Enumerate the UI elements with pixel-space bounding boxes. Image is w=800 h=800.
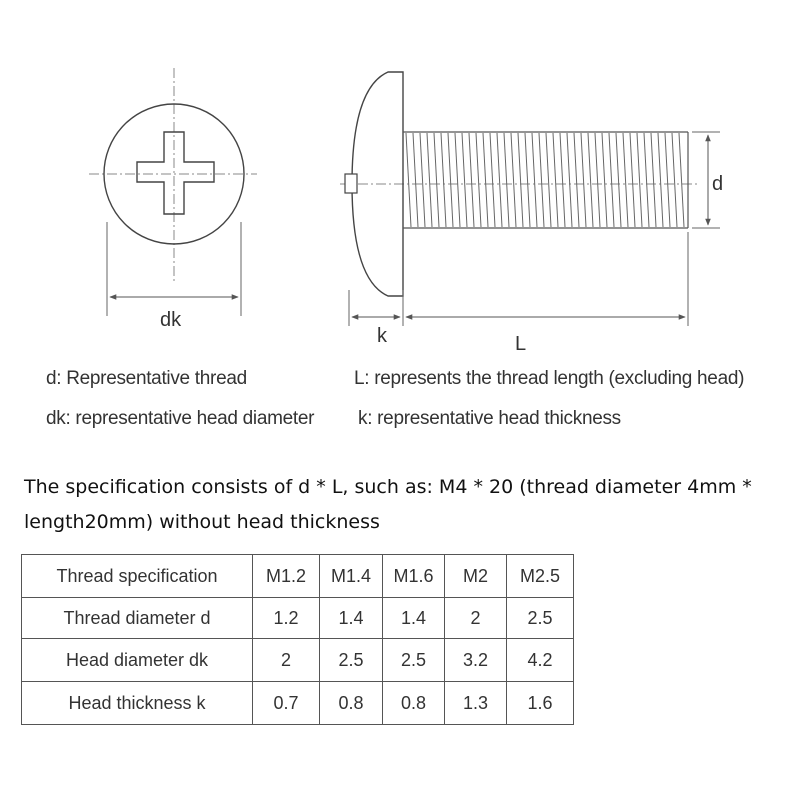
head-top-view	[89, 68, 257, 316]
thread-line	[440, 132, 447, 228]
thread-line	[629, 132, 636, 228]
dim-label-d: d	[712, 173, 723, 195]
table-cell: 0.7	[252, 681, 320, 725]
phillips-cross-icon	[136, 131, 215, 215]
table-cell: Head thickness k	[21, 681, 253, 725]
thread-line	[419, 132, 426, 228]
thread-section	[403, 131, 689, 229]
thread-line	[496, 132, 503, 228]
thread-line	[622, 132, 629, 228]
table-cell: 4.2	[506, 638, 574, 682]
screw-technical-drawing: dk d k L	[89, 68, 723, 355]
thread-line	[447, 132, 454, 228]
thread-line	[580, 132, 587, 228]
thread-line	[482, 132, 489, 228]
specification-table: Thread specification M1.2 M1.4 M1.6 M2 M…	[21, 554, 574, 725]
table-cell: M1.4	[319, 554, 383, 598]
thread-line	[475, 132, 482, 228]
table-cell: M2	[444, 554, 507, 598]
thread-line	[426, 132, 433, 228]
thread-line	[573, 132, 580, 228]
legend-L: L: represents the thread length (excludi…	[354, 368, 745, 389]
table-cell: 0.8	[319, 681, 383, 725]
table-cell: 0.8	[382, 681, 445, 725]
thread-line	[461, 132, 468, 228]
dim-label-k: k	[377, 325, 388, 347]
thread-line	[545, 132, 552, 228]
thread-line	[517, 132, 524, 228]
specification-note: The specification consists of d * L, suc…	[24, 476, 752, 533]
table-header-row: Thread specification M1.2 M1.4 M1.6 M2 M…	[21, 554, 574, 598]
table-cell: Head diameter dk	[21, 638, 253, 682]
thread-line	[615, 132, 622, 228]
legend-dk: dk: representative head diameter	[46, 408, 315, 429]
thread-line	[503, 132, 510, 228]
thread-line	[664, 132, 671, 228]
table-cell: 2	[444, 597, 507, 639]
thread-line	[412, 132, 419, 228]
table-cell: 1.6	[506, 681, 574, 725]
table-cell: 2.5	[319, 638, 383, 682]
dim-label-dk: dk	[160, 309, 182, 331]
thread-line	[524, 132, 531, 228]
thread-line	[587, 132, 594, 228]
table-cell: 3.2	[444, 638, 507, 682]
thread-line	[405, 132, 412, 228]
thread-line	[433, 132, 440, 228]
thread-line	[601, 132, 608, 228]
table-cell: Thread specification	[21, 554, 253, 598]
table-cell: 1.4	[319, 597, 383, 639]
table-cell: 1.2	[252, 597, 320, 639]
table-cell: M1.2	[252, 554, 320, 598]
table-row: Head diameter dk 2 2.5 2.5 3.2 4.2	[21, 638, 574, 682]
table-cell: 1.4	[382, 597, 445, 639]
thread-line	[531, 132, 538, 228]
thread-line	[671, 132, 678, 228]
thread-line	[678, 132, 685, 228]
table-cell: 2.5	[382, 638, 445, 682]
table-row: Head thickness k 0.7 0.8 0.8 1.3 1.6	[21, 681, 574, 725]
table-row: Thread diameter d 1.2 1.4 1.4 2 2.5	[21, 597, 574, 639]
thread-line	[608, 132, 615, 228]
table-cell: Thread diameter d	[21, 597, 253, 639]
table-cell: M1.6	[382, 554, 445, 598]
thread-line	[657, 132, 664, 228]
table-cell: M2.5	[506, 554, 574, 598]
thread-line	[650, 132, 657, 228]
thread-line	[468, 132, 475, 228]
thread-line	[489, 132, 496, 228]
screw-slot	[344, 173, 358, 194]
thread-line	[510, 132, 517, 228]
thread-line	[594, 132, 601, 228]
screw-side-view	[340, 71, 720, 326]
legend-k: k: representative head thickness	[358, 408, 621, 429]
thread-line	[636, 132, 643, 228]
thread-line	[538, 132, 545, 228]
table-cell: 2	[252, 638, 320, 682]
table-cell: 1.3	[444, 681, 507, 725]
legend-d: d: Representative thread	[46, 368, 247, 389]
table-cell: 2.5	[506, 597, 574, 639]
thread-line	[566, 132, 573, 228]
dim-label-L: L	[515, 333, 526, 355]
thread-line	[552, 132, 559, 228]
thread-line	[454, 132, 461, 228]
thread-line	[643, 132, 650, 228]
thread-line	[559, 132, 566, 228]
